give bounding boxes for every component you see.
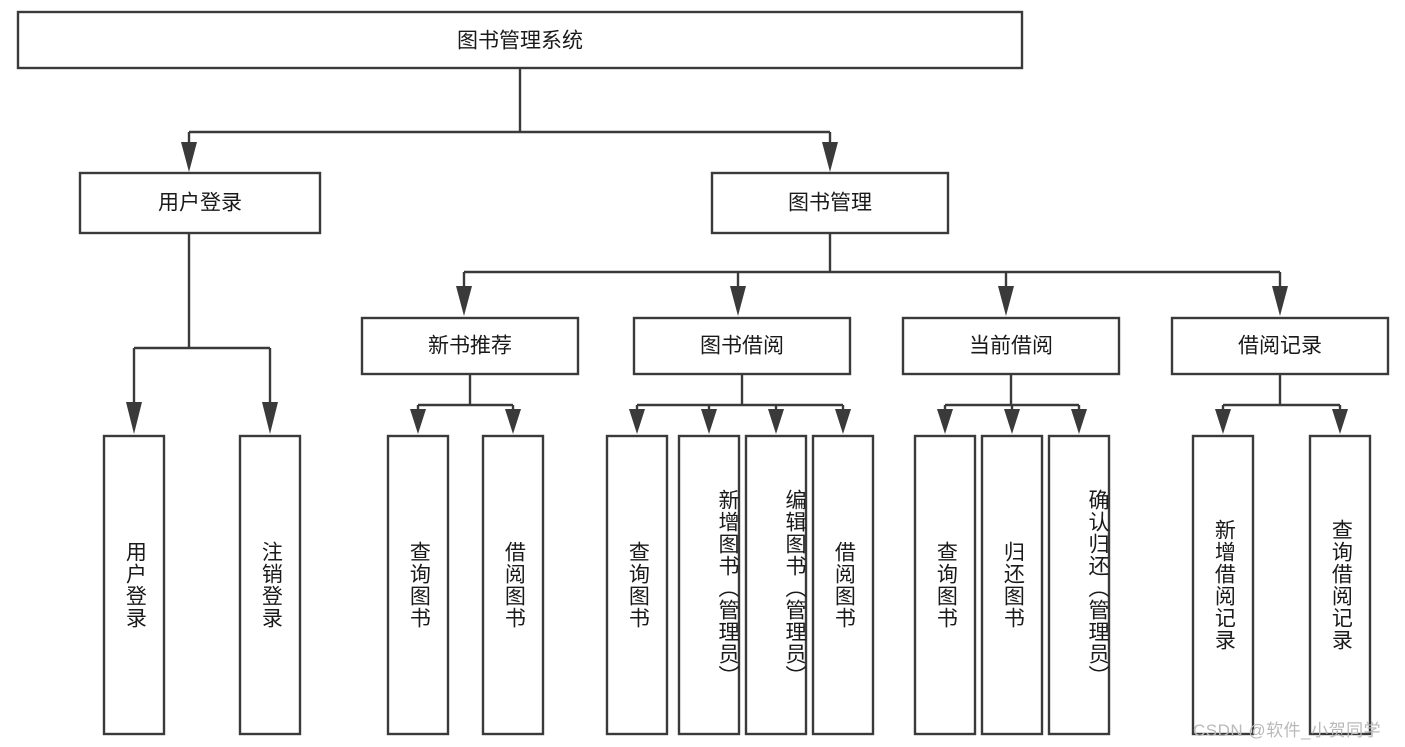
connector-group-user-login: [126, 233, 278, 434]
leaf-box-borrow-book[interactable]: [811, 434, 875, 736]
csdn-watermark: CSDN @软件_小贺同学: [1193, 721, 1382, 740]
node-book-borrow-box[interactable]: [632, 316, 852, 376]
leaf-box-return-book[interactable]: [980, 434, 1044, 736]
leaf-box-query-book-cur[interactable]: [913, 434, 977, 736]
connector-group-root: [181, 68, 838, 172]
connector-group-borrow-record: [1215, 374, 1348, 434]
arrow-head-user-login: [181, 142, 197, 172]
arrow-head-leaf-query-book-rec: [410, 409, 426, 434]
node-current-borrow-label: 当前借阅: [969, 335, 1053, 358]
leaf-box-query-book-borrow[interactable]: [605, 434, 669, 736]
node-new-book-rec-box[interactable]: [360, 316, 580, 376]
arrow-head-current-borrow: [998, 286, 1014, 316]
connector-group-new-book-rec: [410, 374, 521, 434]
arrow-head-book-manage: [822, 142, 838, 172]
node-borrow-record-box[interactable]: [1170, 316, 1390, 376]
leaf-box-query-book-rec[interactable]: [386, 434, 450, 736]
node-new-book-rec-label: 新书推荐: [428, 335, 512, 358]
arrow-head-leaf-return-book: [1004, 409, 1020, 434]
arrow-head-borrow-record: [1272, 286, 1288, 316]
connector-group-book-manage: [456, 233, 1288, 316]
arrow-head-leaf-add-record: [1215, 409, 1231, 434]
node-root-box[interactable]: [16, 10, 1024, 70]
arrow-head-leaf-add-book: [701, 409, 717, 434]
arrow-head-leaf-borrow-book-rec: [505, 409, 521, 434]
leaf-box-add-record[interactable]: [1191, 434, 1255, 736]
arrow-head-leaf-query-book-cur: [937, 409, 953, 434]
node-current-borrow-box[interactable]: [901, 316, 1121, 376]
arrow-head-leaf-user-logout: [262, 402, 278, 434]
arrow-head-leaf-user-login: [126, 402, 142, 434]
node-user-login-box[interactable]: [78, 171, 322, 235]
node-root-label: 图书管理系统: [457, 30, 583, 53]
node-book-manage-box[interactable]: [710, 171, 950, 235]
arrow-head-leaf-borrow-book: [835, 409, 851, 434]
leaf-box-user-login[interactable]: [102, 434, 166, 736]
node-book-borrow-label: 图书借阅: [700, 335, 784, 358]
arrow-head-leaf-edit-book: [768, 409, 784, 434]
node-borrow-record-label: 借阅记录: [1238, 335, 1322, 358]
node-book-manage-label: 图书管理: [788, 192, 872, 215]
node-user-login-label: 用户登录: [158, 192, 242, 215]
arrow-head-leaf-query-record: [1332, 409, 1348, 434]
arrow-head-leaf-confirm-return: [1071, 409, 1087, 434]
connector-group-current-borrow: [937, 374, 1087, 434]
leaf-box-query-record[interactable]: [1308, 434, 1372, 736]
connector-group-book-borrow: [629, 374, 851, 434]
arrow-head-leaf-query-book-borrow: [629, 409, 645, 434]
arrow-head-book-borrow: [730, 286, 746, 316]
leaf-box-confirm-return[interactable]: [1047, 434, 1111, 736]
leaf-box-add-book[interactable]: [677, 434, 741, 736]
leaf-box-borrow-book-rec[interactable]: [481, 434, 545, 736]
arrow-head-new-book-rec: [456, 286, 472, 316]
leaf-box-edit-book[interactable]: [744, 434, 808, 736]
leaf-box-user-logout[interactable]: [238, 434, 302, 736]
